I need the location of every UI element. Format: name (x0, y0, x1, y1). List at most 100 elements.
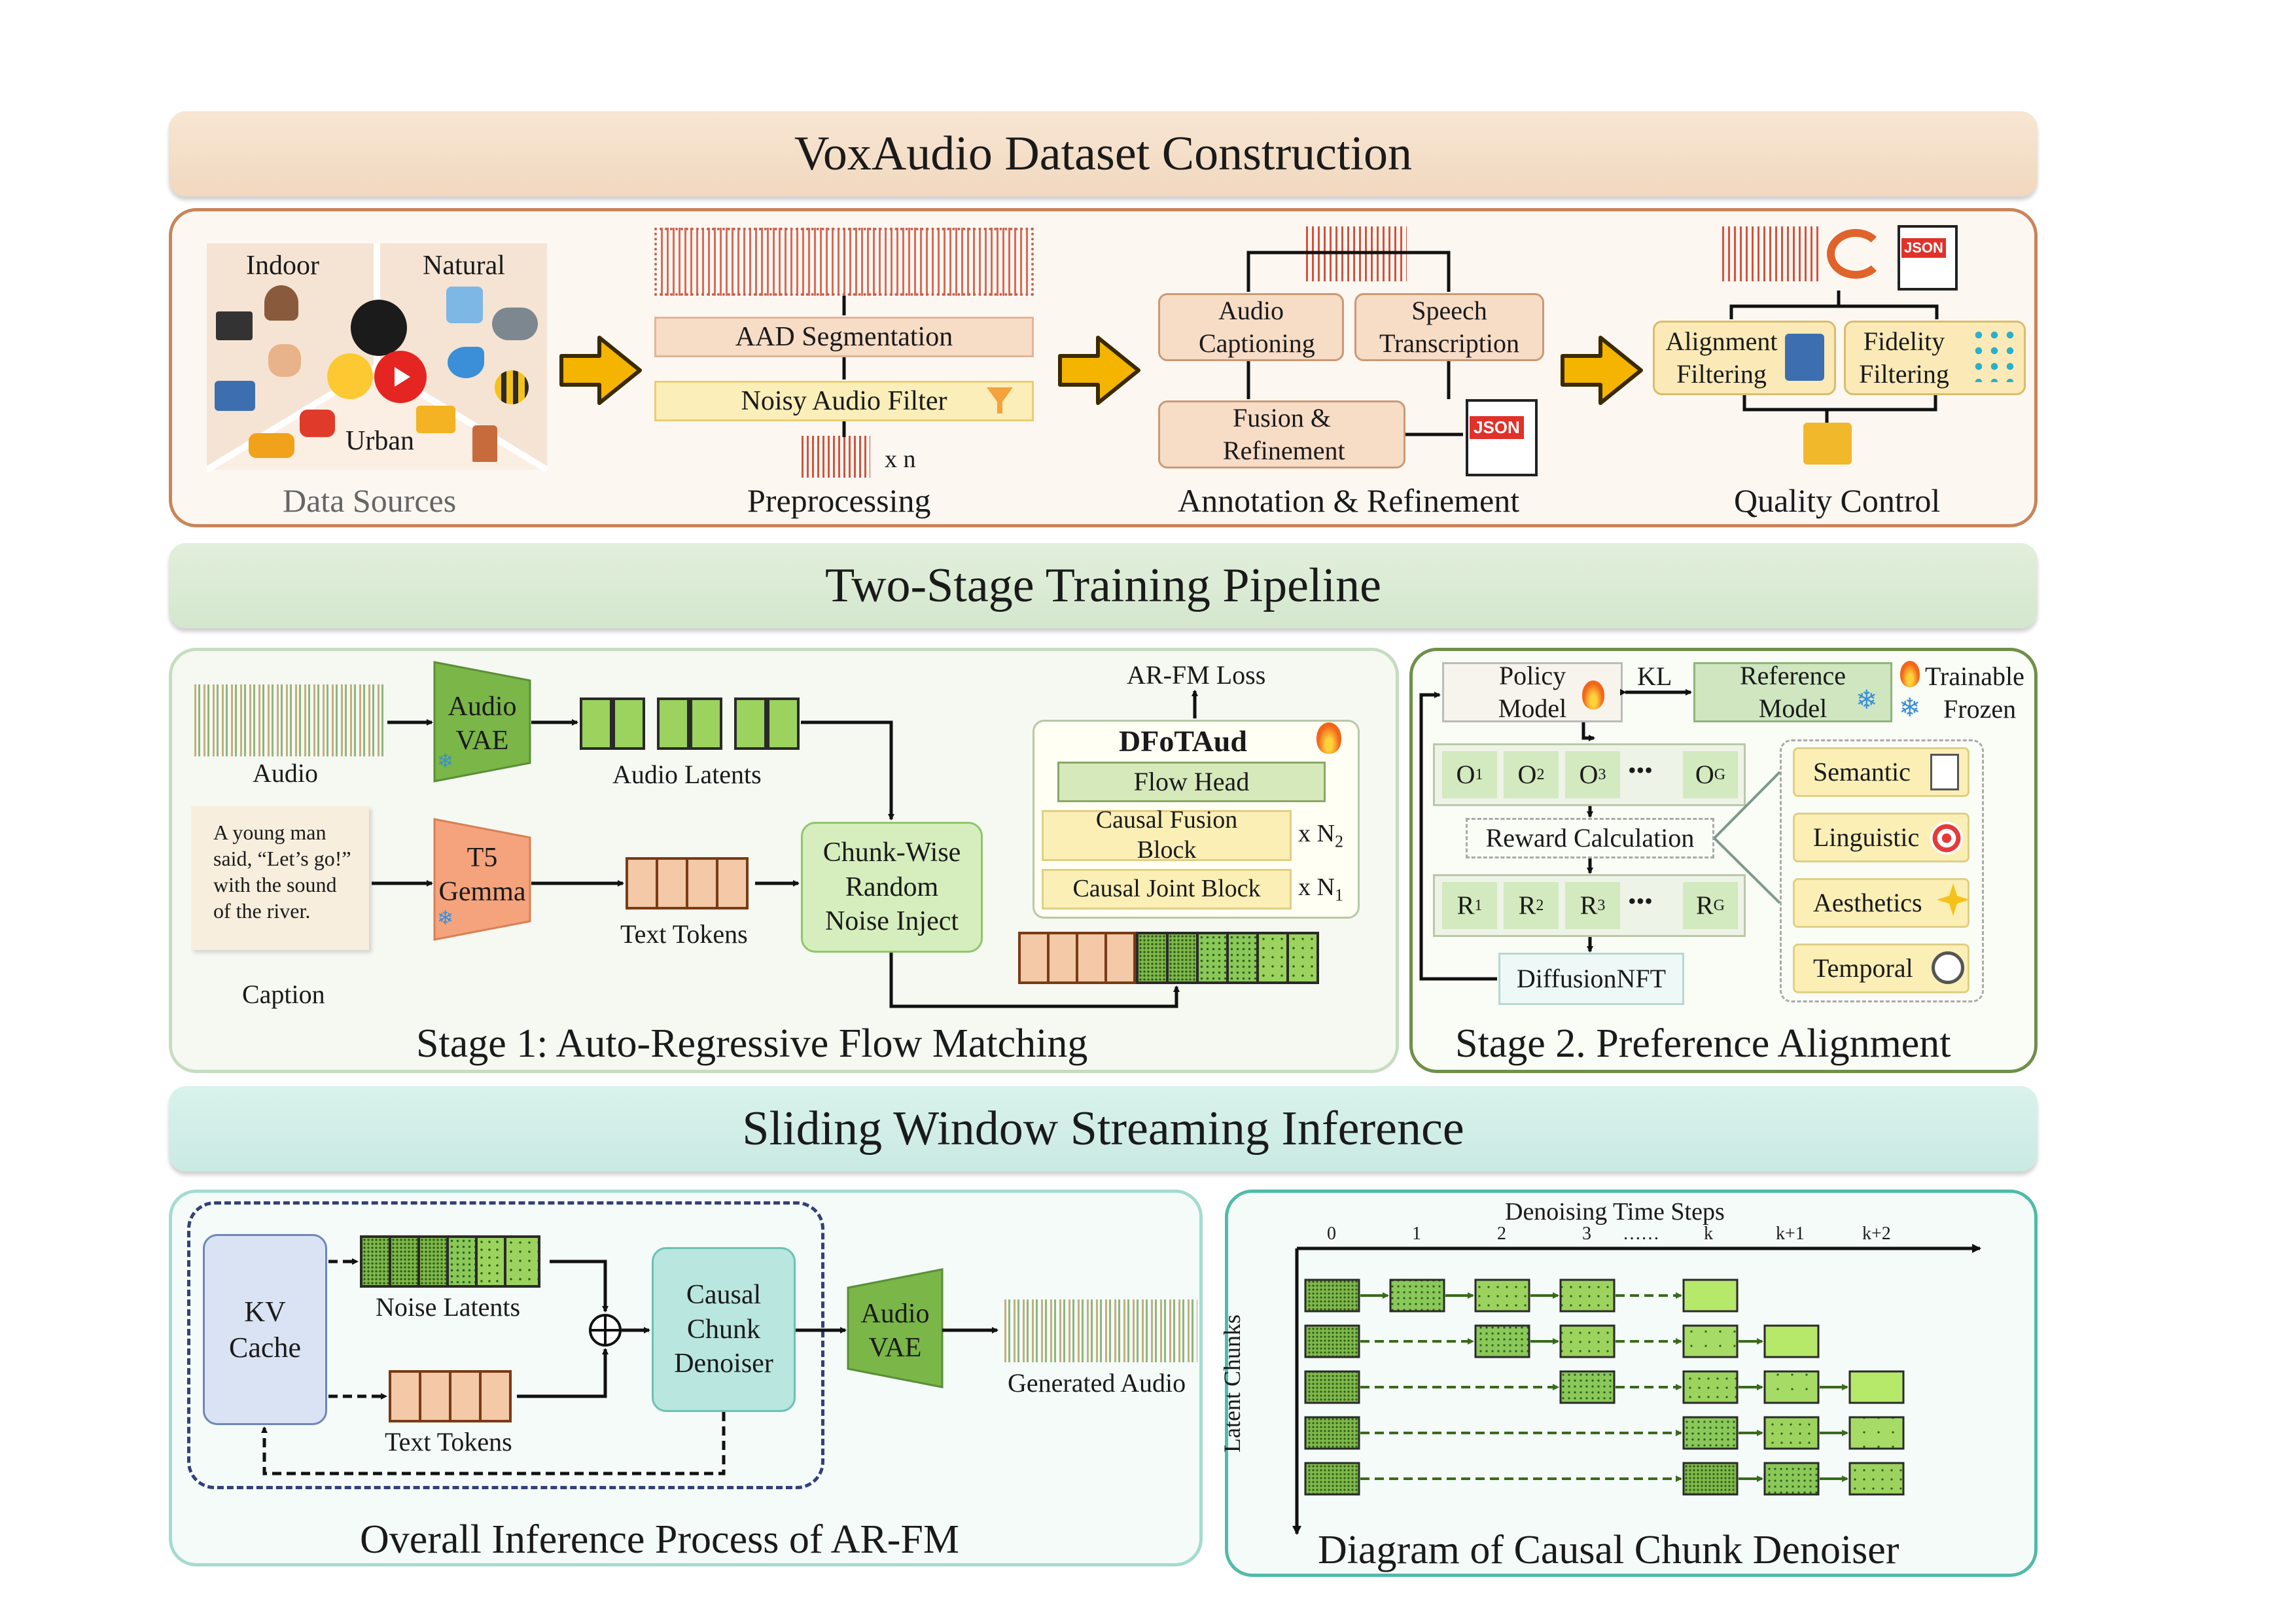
reference-snowflake-icon: ❄ (1856, 685, 1878, 715)
drum-icon (264, 285, 298, 321)
generated-waveform (1001, 1299, 1197, 1362)
bird-icon (448, 347, 484, 378)
fidelity-icon (1971, 327, 2019, 382)
latent-chunk-cell (1559, 1279, 1616, 1313)
tick-1: 1 (1412, 1224, 1421, 1244)
preprocessing-title: Preprocessing (747, 482, 931, 519)
latent-chunk-cell (1474, 1324, 1530, 1358)
causal-fusion-box: Causal Fusion Block (1042, 806, 1292, 864)
source-indoor: Indoor (246, 251, 319, 281)
text-tokens (626, 857, 754, 909)
keyboard-icon (215, 381, 255, 411)
latent-chunk-cell (1304, 1370, 1360, 1404)
repeat-label: x n (885, 446, 916, 473)
qc-json-badge: JSON (1901, 238, 1946, 258)
target-icon (1930, 822, 1963, 855)
speech-transcription-box: Speech Transcription (1354, 293, 1544, 361)
trainable-fire-icon (1900, 661, 1920, 687)
text-tokens-label: Text Tokens (620, 919, 748, 949)
caption-label: Caption (242, 980, 325, 1009)
latent-chunk-cell (1848, 1416, 1905, 1450)
latent-chunk-cell (1763, 1370, 1820, 1404)
input-sequence (1018, 932, 1332, 984)
json-badge: JSON (1470, 416, 1524, 439)
alignment-icon (1785, 334, 1824, 381)
aad-segmentation-box: AAD Segmentation (654, 317, 1034, 357)
inference-vae-label: Audio VAE (860, 1298, 930, 1364)
inference-text-tokens-label: Text Tokens (385, 1427, 512, 1456)
waterfall-icon (446, 287, 483, 323)
tick-k: k (1704, 1224, 1713, 1244)
output-dots: ••• (1628, 757, 1653, 783)
caption-paper (191, 806, 369, 950)
audio-captioning-box: Audio Captioning (1158, 293, 1344, 361)
inference-text-tokens (389, 1370, 517, 1422)
github-icon (351, 300, 407, 356)
stage1-title: Stage 1: Auto-Regressive Flow Matching (416, 1021, 1088, 1066)
generated-audio-label: Generated Audio (1008, 1368, 1186, 1398)
t5-gemma-label: T5 Gemma (438, 842, 526, 908)
frozen-label: Frozen (1943, 694, 2017, 724)
folder-icon (1803, 423, 1852, 465)
noisy-audio-filter-box: Noisy Audio Filter (654, 381, 1034, 421)
reward-dots: ••• (1628, 888, 1653, 914)
inference-dashed-region (187, 1201, 824, 1489)
stage2-title: Stage 2. Preference Alignment (1455, 1021, 1951, 1066)
segment-waveform (798, 436, 870, 478)
fusion-refinement-box: Fusion & Refinement (1158, 400, 1405, 468)
latent-chunk-cell (1682, 1279, 1739, 1313)
excavator-icon (416, 406, 455, 433)
source-urban: Urban (345, 426, 414, 456)
kl-label: KL (1637, 662, 1672, 691)
tick-k2: k+2 (1862, 1224, 1891, 1244)
n2-label: x N2 (1298, 820, 1343, 851)
huggingface-icon (327, 353, 373, 399)
tick-2: 2 (1497, 1224, 1506, 1244)
causal-joint-box: Causal Joint Block (1042, 869, 1292, 909)
latent-chunk-cell (1389, 1279, 1445, 1313)
audio-vae-label: Audio VAE (448, 691, 517, 756)
annotation-title: Annotation & Refinement (1178, 482, 1520, 519)
fire-icon (1316, 722, 1341, 754)
latent-chunk-cell (1763, 1324, 1820, 1358)
noise-latents (360, 1235, 550, 1288)
car-icon (249, 433, 294, 458)
latent-chunk-cell (1682, 1416, 1739, 1450)
flow-head-box: Flow Head (1057, 762, 1326, 802)
semantic-icon (1930, 754, 1959, 790)
reference-model-box: Reference Model (1693, 661, 1892, 723)
tick-dots: …… (1623, 1224, 1659, 1244)
chunk-wise-noise-box: Chunk-Wise Random Noise Inject (801, 822, 983, 953)
reward-aesthetics: Aesthetics (1793, 878, 1969, 928)
latent-chunk-cell (1848, 1462, 1905, 1496)
latent-chunk-cell (1474, 1279, 1530, 1313)
latent-chunk-cell (1682, 1370, 1739, 1404)
reward-types-container (1780, 739, 1984, 1002)
loss-label: AR-FM Loss (1127, 660, 1266, 690)
audio-latents (580, 697, 802, 750)
noise-latents-label: Noise Latents (376, 1292, 521, 1322)
frozen-legend-icon: ❄ (1899, 693, 1921, 722)
audio-latents-label: Audio Latents (612, 760, 762, 789)
frozen-snowflake-icon: ❄ (437, 750, 454, 772)
bee-icon (495, 370, 529, 404)
clap-icon (268, 344, 301, 377)
kv-cache-box: KV Cache (203, 1234, 327, 1425)
training-banner: Two-Stage Training Pipeline (169, 543, 2038, 628)
latent-chunk-cell (1682, 1324, 1739, 1358)
data-sources-title: Data Sources (283, 482, 457, 519)
diffusionnft-box: DiffusionNFT (1498, 953, 1684, 1005)
